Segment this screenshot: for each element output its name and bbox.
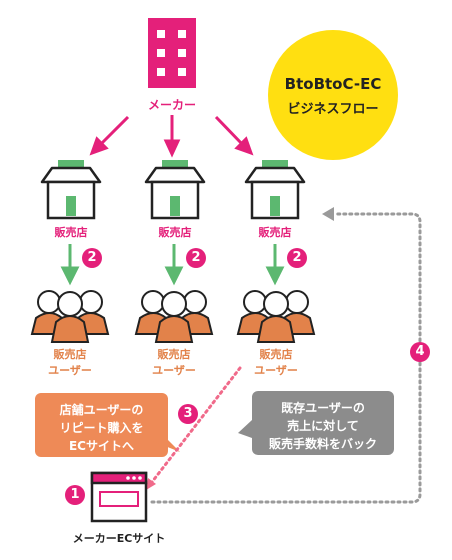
repeat-purchase-callout-shape xyxy=(35,393,180,457)
shop-label: 販売店 xyxy=(258,226,292,239)
shop-label: 販売店 xyxy=(54,226,88,239)
commission-arrowhead xyxy=(322,207,334,221)
callout-line: ECサイトへ xyxy=(68,439,134,453)
maker-to-shop-arrows xyxy=(89,115,254,158)
shop-user-label-line1: 販売店 xyxy=(157,348,191,361)
badge-2-number: 2 xyxy=(87,250,97,265)
ec-site-label: メーカーECサイト xyxy=(72,532,166,545)
ec-site-window-icon xyxy=(90,471,148,523)
shop-user-label-line2: ユーザー xyxy=(48,364,92,377)
callout-line: リピート購入を xyxy=(59,421,144,435)
shop-to-user-arrows xyxy=(60,244,285,286)
maker-label: メーカー xyxy=(147,98,196,112)
badge-2-number: 2 xyxy=(292,250,302,265)
title-circle: BtoBtoC-EC ビジネスフロー xyxy=(268,30,398,160)
shop-house-icon xyxy=(144,160,206,220)
repeat-purchase-callout: 店舗ユーザーの リピート購入を ECサイトへ xyxy=(35,401,168,455)
shop-house-icon xyxy=(40,160,102,220)
user-group-icon xyxy=(134,290,214,343)
shop-user-label-line1: 販売店 xyxy=(259,348,293,361)
callout-line: 売上に対して xyxy=(287,419,359,433)
badge-1-circle xyxy=(65,485,85,505)
title-line2: ビジネスフロー xyxy=(287,102,379,117)
maker-building-icon xyxy=(148,18,196,88)
user-group-icon xyxy=(30,290,110,343)
badge-2-circles xyxy=(82,248,307,268)
user-group-icon xyxy=(236,290,316,343)
badge-3-number: 3 xyxy=(183,406,193,421)
badge-4-circle xyxy=(410,342,430,362)
shop-user-label-line1: 販売店 xyxy=(53,348,87,361)
callout-line: 店舗ユーザーの xyxy=(59,403,144,417)
title-line1: BtoBtoC-EC xyxy=(284,75,382,93)
commission-callout-shape xyxy=(238,391,394,455)
repeat-arrowhead xyxy=(146,478,156,490)
callout-line: 販売手数料をバック xyxy=(268,437,377,451)
badge-3-circle xyxy=(178,404,198,424)
shop-user-label-line2: ユーザー xyxy=(254,364,298,377)
shop-house-icon xyxy=(244,160,306,220)
commission-callout: 既存ユーザーの 売上に対して 販売手数料をバック xyxy=(252,399,394,453)
badge-2-number: 2 xyxy=(191,250,201,265)
shop-user-label-line2: ユーザー xyxy=(152,364,196,377)
badge-1-number: 1 xyxy=(70,487,80,502)
repeat-dotted-line xyxy=(150,366,242,484)
badge-4-number: 4 xyxy=(415,344,425,359)
callout-line: 既存ユーザーの xyxy=(281,401,365,415)
shop-label: 販売店 xyxy=(158,226,192,239)
